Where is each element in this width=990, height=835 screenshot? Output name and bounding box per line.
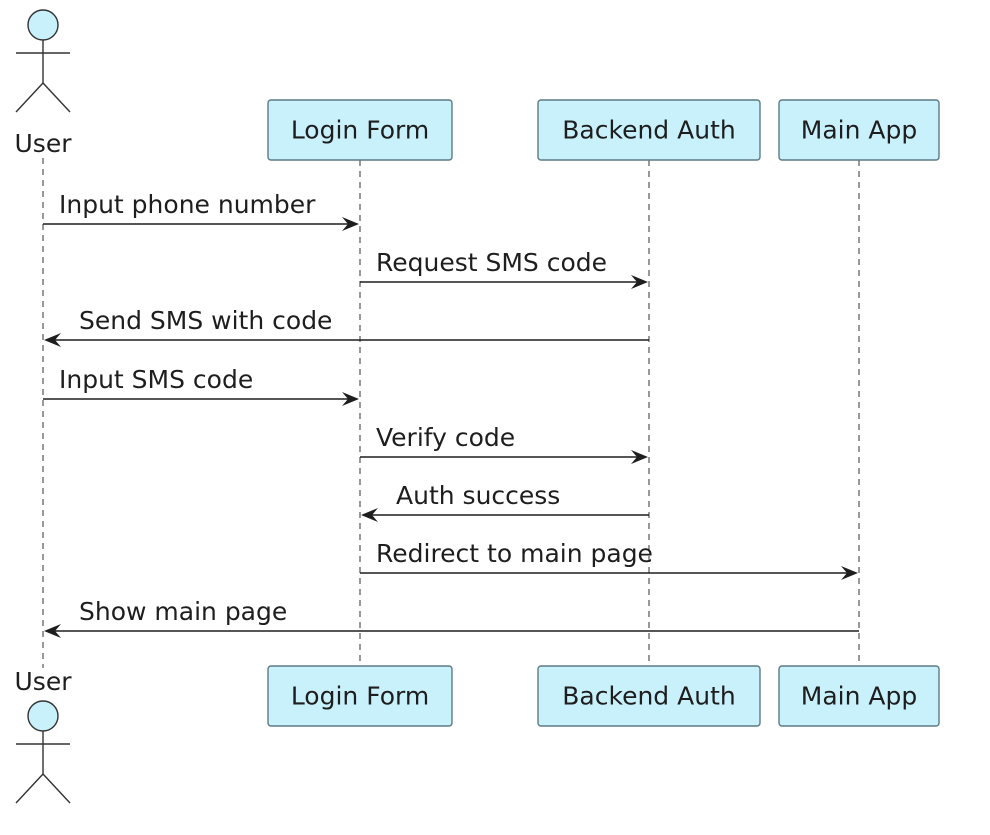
message-arrowhead <box>342 217 359 231</box>
message-label: Send SMS with code <box>79 306 332 335</box>
participant-box-backend-bottom <box>537 665 761 727</box>
actor-leg-left <box>15 82 44 113</box>
participant-box-main-top <box>778 99 940 161</box>
message-label: Show main page <box>79 597 287 626</box>
message-arrowhead <box>631 450 648 464</box>
message-label: Auth success <box>396 481 560 510</box>
participant-box-login-bottom <box>267 665 453 727</box>
participant-label-login-bottom: Login Form <box>291 682 429 711</box>
message-arrowhead <box>631 275 648 289</box>
participant-label-backend-bottom: Backend Auth <box>562 682 735 711</box>
actor-label-top: User <box>15 129 73 158</box>
message-label: Request SMS code <box>376 248 607 277</box>
message-arrowhead <box>44 333 61 347</box>
actor-head <box>27 9 59 41</box>
message-label: Verify code <box>376 423 515 452</box>
message-label: Input phone number <box>59 190 316 219</box>
message-arrowhead <box>44 624 61 638</box>
actor-head <box>27 700 59 732</box>
actor-leg-left <box>15 773 44 804</box>
message-label: Redirect to main page <box>376 539 653 568</box>
participant-box-backend-top <box>537 99 761 161</box>
message-label: Input SMS code <box>59 365 253 394</box>
message-arrowhead <box>361 508 378 522</box>
actor-leg-right <box>42 82 71 113</box>
participant-label-backend-top: Backend Auth <box>562 116 735 145</box>
actor-figure-top <box>15 9 71 113</box>
participant-box-main-bottom <box>778 665 940 727</box>
actor-label-bottom: User <box>15 667 73 696</box>
participant-label-main-top: Main App <box>801 116 917 145</box>
participant-label-main-bottom: Main App <box>801 682 917 711</box>
message-arrowhead <box>841 566 858 580</box>
actor-leg-right <box>42 773 71 804</box>
participant-box-login-top <box>267 99 453 161</box>
actor-figure-bottom <box>15 700 71 804</box>
message-arrowhead <box>342 392 359 406</box>
participant-label-login-top: Login Form <box>291 116 429 145</box>
